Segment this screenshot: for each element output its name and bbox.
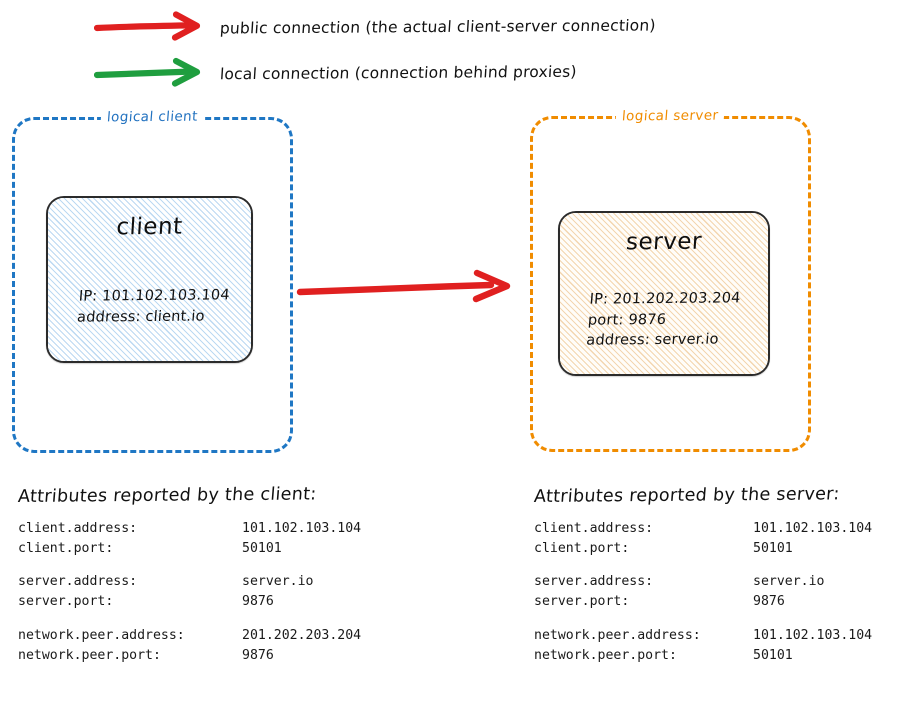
- table-row: server.address: server.io: [18, 573, 361, 593]
- table-row: network.peer.port: 50101: [534, 647, 872, 667]
- attr-key: client.address:: [18, 521, 138, 536]
- attr-key: network.peer.address:: [534, 627, 701, 643]
- client-attributes-table: client.address: 101.102.103.104 client.p…: [18, 520, 361, 666]
- client-attributes-panel: Attributes reported by the client: clien…: [17, 484, 361, 666]
- table-row: client.address: 101.102.103.104: [534, 520, 872, 540]
- server-node-attr-ip: IP: 201.202.203.204: [588, 290, 742, 308]
- attr-key: server.port:: [18, 594, 114, 610]
- legend-label-local: local connection (connection behind prox…: [219, 62, 578, 84]
- attr-key: network.peer.port:: [18, 647, 161, 663]
- table-group-spacer: [534, 613, 872, 627]
- client-node-hatch-fill: [48, 198, 251, 361]
- arrow-right-icon: [94, 11, 201, 41]
- attr-key: client.address:: [534, 521, 654, 536]
- attr-value: 101.102.103.104: [753, 627, 873, 643]
- client-node[interactable]: client IP: 101.102.103.104 address: clie…: [46, 196, 253, 363]
- legend-item-public: public connection (the actual client-ser…: [94, 10, 656, 44]
- attr-value: server.io: [242, 574, 314, 590]
- table-row: network.peer.address: 101.102.103.104: [534, 627, 872, 647]
- table-row: server.port: 9876: [534, 593, 872, 613]
- client-node-title: client: [115, 213, 184, 241]
- table-group-spacer: [18, 613, 361, 627]
- server-node-hatch-fill: [560, 213, 768, 374]
- client-attributes-heading: Attributes reported by the client:: [17, 484, 318, 507]
- server-attributes-table: client.address: 101.102.103.104 client.p…: [534, 520, 872, 666]
- server-node-attr-port: port: 9876: [587, 311, 667, 329]
- table-group-spacer: [534, 559, 872, 573]
- attr-value: 101.102.103.104: [753, 521, 873, 536]
- logical-client-group: logical client: [12, 108, 293, 453]
- attr-value: 50101: [753, 540, 793, 556]
- client-node-attributes: IP: 101.102.103.104 address: client.io: [76, 285, 231, 327]
- server-node[interactable]: server IP: 201.202.203.204 port: 9876 ad…: [558, 211, 770, 376]
- table-row: client.port: 50101: [18, 540, 361, 560]
- attr-value: 9876: [753, 594, 785, 610]
- server-attributes-panel: Attributes reported by the server: clien…: [533, 484, 872, 666]
- logical-server-group: logical server: [530, 107, 811, 452]
- client-node-attr-address: address: client.io: [76, 308, 206, 326]
- client-node-attr-ip: IP: 101.102.103.104: [78, 287, 231, 305]
- server-attributes-heading: Attributes reported by the server:: [533, 484, 841, 507]
- attr-key: network.peer.address:: [18, 627, 185, 643]
- server-node-attributes: IP: 201.202.203.204 port: 9876 address: …: [586, 288, 742, 351]
- attr-key: network.peer.port:: [534, 647, 677, 663]
- table-row: server.port: 9876: [18, 593, 361, 613]
- attr-key: server.address:: [18, 574, 138, 590]
- table-group-spacer: [18, 559, 361, 573]
- logical-server-label: logical server: [615, 107, 726, 125]
- server-node-title: server: [625, 228, 703, 256]
- attr-value: 50101: [242, 540, 282, 556]
- attr-value: 9876: [242, 594, 274, 610]
- table-row: network.peer.address: 201.202.203.204: [18, 627, 361, 647]
- attr-value: 50101: [753, 647, 793, 663]
- arrow-right-icon: [94, 57, 201, 87]
- server-node-attr-address: address: server.io: [585, 331, 720, 349]
- table-row: client.port: 50101: [534, 540, 872, 560]
- logical-client-label: logical client: [100, 108, 205, 126]
- table-row: server.address: server.io: [534, 573, 872, 593]
- attr-key: server.port:: [534, 594, 630, 610]
- attr-value: 9876: [242, 647, 274, 663]
- attr-value: 201.202.203.204: [242, 627, 362, 643]
- legend-label-public: public connection (the actual client-ser…: [219, 16, 657, 38]
- attr-value: server.io: [753, 574, 825, 590]
- table-row: client.address: 101.102.103.104: [18, 520, 361, 540]
- attr-key: server.address:: [534, 574, 654, 590]
- public-connection-arrow: [296, 269, 511, 303]
- attr-key: client.port:: [534, 540, 630, 556]
- legend-item-local: local connection (connection behind prox…: [94, 56, 577, 90]
- attr-value: 101.102.103.104: [242, 521, 362, 536]
- attr-key: client.port:: [18, 540, 114, 556]
- table-row: network.peer.port: 9876: [18, 647, 361, 667]
